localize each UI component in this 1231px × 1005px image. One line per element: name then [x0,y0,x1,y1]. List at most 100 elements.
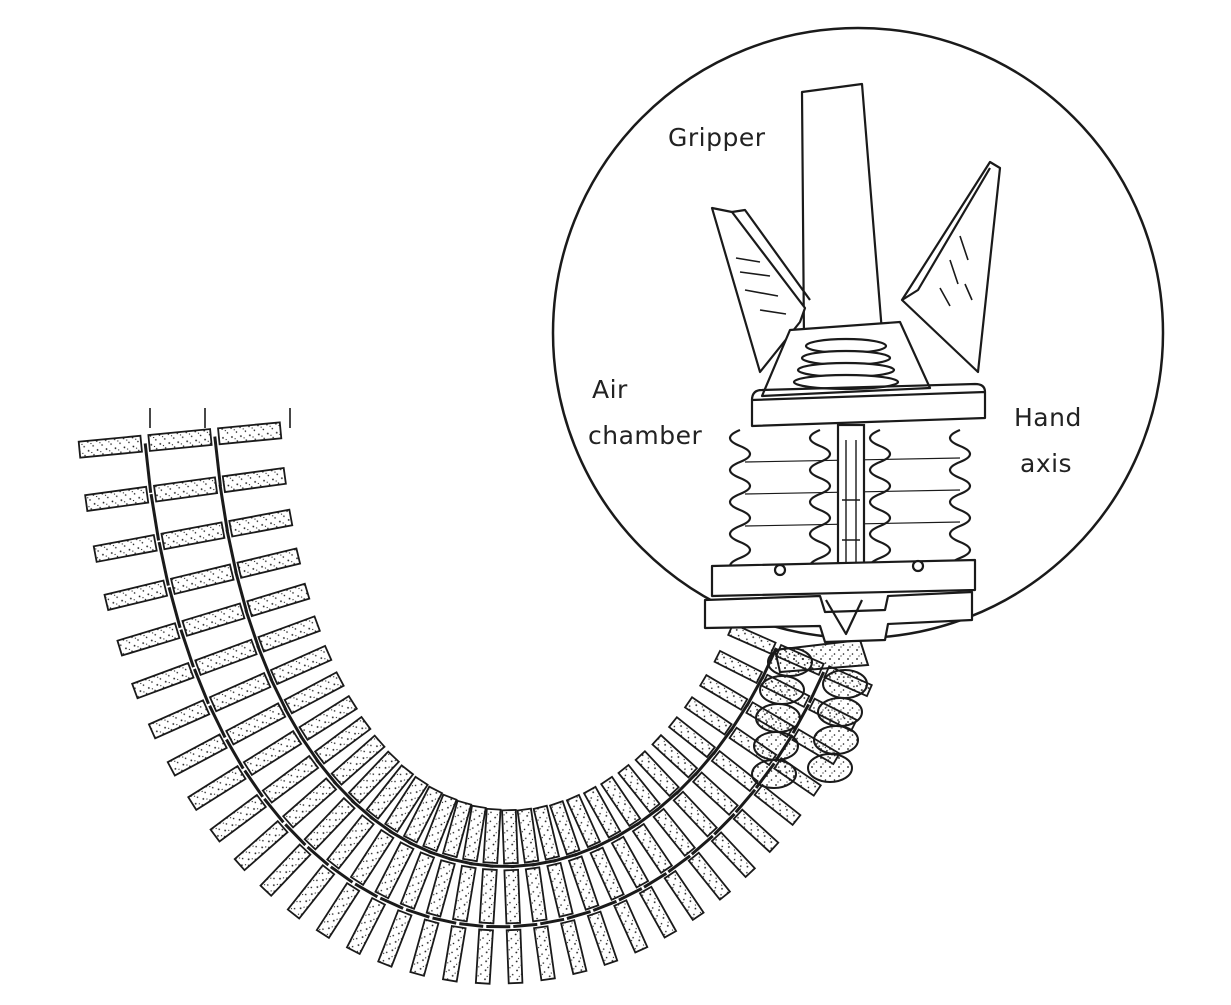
arm-segment [546,861,574,918]
arm-segment [532,804,561,861]
arm-connector [745,676,764,707]
arm-segment [377,909,413,968]
arm-connector [510,863,536,869]
arm-segment [208,671,272,713]
arm-connector [712,728,733,755]
arm-segment [589,846,625,901]
arm-segment [663,869,705,922]
arm-segment [516,807,540,864]
arm-segment [399,851,436,910]
arm-segment [599,775,642,828]
arm-connector [332,780,355,804]
arm-connector [807,671,826,704]
arm-segment [567,855,600,911]
label-gripper: Gripper [668,123,766,152]
label-air-chamber-1: Air [592,375,628,404]
arm-segment [187,764,247,812]
arm-connector [315,758,337,785]
arm-segment [326,813,375,870]
arm-segment [613,899,649,954]
arm-segment [269,644,333,686]
arm-connector [284,823,307,847]
arm-connector [675,772,698,795]
arm-connector [615,822,640,839]
arm-segment [221,466,287,494]
arm-connector [573,844,599,857]
arm-segment [422,793,458,853]
arm-segment [505,928,524,985]
arm-segment [683,695,733,736]
arm-segment [687,851,732,901]
arm-segment [409,918,440,977]
arm-segment [257,615,321,653]
arm-connector [179,629,195,668]
arm-connector [208,705,227,739]
arm-segment [77,434,143,459]
arm-segment [698,673,749,711]
arm-segment [298,694,359,742]
arm-connector [408,841,433,855]
arm-segment [147,699,211,740]
arm-segment [610,835,650,889]
arm-segment [478,868,498,925]
arm-segment [246,582,311,618]
arm-segment [236,547,302,579]
arm-connector [667,854,691,874]
arm-segment [727,622,777,655]
arm-connector [643,872,668,889]
arm-segment [533,925,556,982]
arm-segment [103,579,169,612]
arm-connector [448,857,473,866]
arm-connector [531,859,557,867]
arm-connector [149,493,161,541]
arm-segment [631,822,674,875]
arm-segment [425,859,456,918]
arm-segment [402,785,444,844]
arm-connector [299,734,320,763]
gripper-assembly [710,82,1002,428]
arm-segment [652,807,697,857]
air-chamber-bellows [728,423,972,582]
arm-connector [234,570,249,613]
arm-segment [586,910,619,966]
arm-segment [651,733,699,779]
arm-connector [329,865,354,884]
arm-connector [729,703,749,732]
arm-segment [147,428,213,452]
arm-connector [213,436,222,487]
arm-segment [710,749,759,793]
arm-connector [513,922,538,928]
arm-segment [452,864,477,923]
arm-segment [617,763,661,814]
arm-segment [565,793,602,849]
arm-segment [169,563,235,595]
label-hand-axis-2: axis [1020,449,1072,478]
arm-segment [713,649,764,685]
arm-connector [594,834,619,849]
arm-connector [256,645,274,681]
arm-segment [672,790,719,838]
arm-segment [303,796,356,851]
gripper-left-finger [710,206,807,374]
arm-connector [566,910,592,920]
arm-segment [560,919,588,976]
arm-segment [462,804,487,863]
wrist-coils [751,638,870,789]
arm-segments [77,408,873,985]
arm-connector [432,916,457,925]
arm-connector [263,797,285,824]
arm-connector [713,812,736,836]
arm-segment [710,831,757,879]
arm-connector [225,738,245,770]
arm-segment [166,733,228,777]
arm-connector [552,852,578,863]
arm-segment [225,702,287,746]
arm-segment [160,521,226,551]
arm-connector [218,484,229,532]
arm-segment [116,622,181,657]
arm-segment [313,715,372,765]
arm-connector [306,845,330,867]
arm-segment [84,485,150,512]
arm-segment [228,508,294,538]
